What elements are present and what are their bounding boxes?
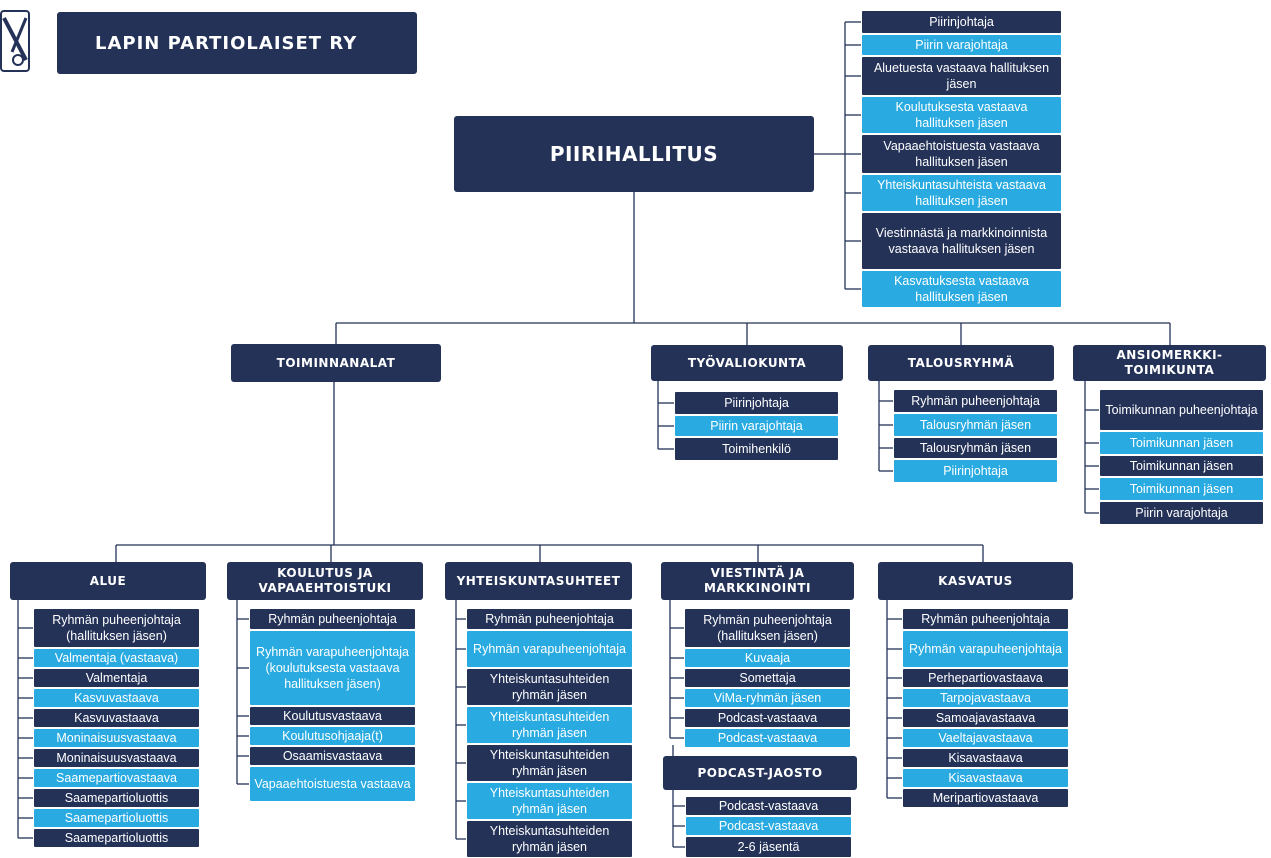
member-box: Ryhmän puheenjohtaja (hallituksen jäsen) [33,608,200,648]
member-box: Samoajavastaava [902,708,1069,728]
member-box: Ryhmän puheenjohtaja (hallituksen jäsen) [684,608,851,648]
member-box: Koulutuksesta vastaava hallituksen jäsen [861,96,1062,134]
member-box: Ryhmän puheenjohtaja [893,389,1058,413]
member-box: Ryhmän puheenjohtaja [466,608,633,630]
toiminnanalat-header: TOIMINNANALAT [231,344,441,382]
member-box: Kasvatuksesta vastaava hallituksen jäsen [861,270,1062,308]
member-box: Ryhmän varapuheenjohtaja [466,630,633,668]
member-box: Toimikunnan jäsen [1099,477,1264,501]
member-box: Kasvuvastaava [33,708,200,728]
member-box: Koulutusvastaava [249,706,416,726]
member-box: Aluetuesta vastaava hallituksen jäsen [861,56,1062,96]
yhteiskunta-header: YHTEISKUNTASUHTEET [445,562,632,600]
member-box: Yhteiskuntasuhteiden ryhmän jäsen [466,782,633,820]
member-box: Saamepartioluottis [33,788,200,808]
member-box: Ryhmän varapuheenjohtaja (koulutuksesta … [249,630,416,706]
member-box: Talousryhmän jäsen [893,437,1058,459]
member-box: Moninaisuusvastaava [33,748,200,768]
member-box: Podcast-vastaava [684,708,851,728]
member-box: ViMa-ryhmän jäsen [684,688,851,708]
member-box: Valmentaja (vastaava) [33,648,200,668]
member-box: Podcast-vastaava [684,728,851,748]
member-box: Vapaaehtoistuesta vastaava hallituksen j… [861,134,1062,174]
member-box: Piirinjohtaja [893,459,1058,483]
member-box: Saamepartioluottis [33,808,200,828]
member-box: Osaamisvastaava [249,746,416,766]
member-box: Toimikunnan jäsen [1099,455,1264,477]
member-box: Toimikunnan puheenjohtaja [1099,389,1264,431]
member-box: Meripartiovastaava [902,788,1069,808]
board-title: PIIRIHALLITUS [454,116,814,192]
tyovaliokunta-header: TYÖVALIOKUNTA [651,345,843,381]
member-box: Toimihenkilö [674,437,839,461]
member-box: Saamepartioluottis [33,828,200,848]
member-box: Vaeltajavastaava [902,728,1069,748]
talousryhma-header: TALOUSRYHMÄ [868,345,1054,381]
member-box: Kuvaaja [684,648,851,668]
member-box: Piirin varajohtaja [674,415,839,437]
page-title: LAPIN PARTIOLAISET RY [57,12,417,74]
member-box: Piirin varajohtaja [861,34,1062,56]
podcast-header: PODCAST-JAOSTO [663,756,857,790]
koulutus-header: KOULUTUS JA VAPAAEHTOISTUKI [227,562,423,600]
member-box: Saamepartiovastaava [33,768,200,788]
logo-icon [0,10,30,72]
member-box: Ryhmän varapuheenjohtaja [902,630,1069,668]
member-box: Valmentaja [33,668,200,688]
ansiomerkki-header: ANSIOMERKKI- TOIMIKUNTA [1073,345,1266,381]
member-box: Ryhmän puheenjohtaja [249,608,416,630]
member-box: Tarpojavastaava [902,688,1069,708]
member-box: Yhteiskuntasuhteiden ryhmän jäsen [466,744,633,782]
member-box: Podcast-vastaava [685,816,852,836]
member-box: Piirin varajohtaja [1099,501,1264,525]
member-box: Kisavastaava [902,748,1069,768]
member-box: Kisavastaava [902,768,1069,788]
viestinta-header: VIESTINTÄ JA MARKKINOINTI [661,562,854,600]
member-box: Koulutusohjaaja(t) [249,726,416,746]
member-box: Yhteiskuntasuhteiden ryhmän jäsen [466,668,633,706]
member-box: Yhteiskuntasuhteiden ryhmän jäsen [466,706,633,744]
member-box: Vapaaehtoistuesta vastaava [249,766,416,802]
member-box: Kasvuvastaava [33,688,200,708]
member-box: Somettaja [684,668,851,688]
member-box: Perhepartiovastaava [902,668,1069,688]
member-box: Moninaisuusvastaava [33,728,200,748]
member-box: Toimikunnan jäsen [1099,431,1264,455]
member-box: Yhteiskuntasuhteista vastaava hallitukse… [861,174,1062,212]
member-box: Piirinjohtaja [861,10,1062,34]
kasvatus-header: KASVATUS [878,562,1073,600]
member-box: Piirinjohtaja [674,391,839,415]
member-box: Yhteiskuntasuhteiden ryhmän jäsen [466,820,633,858]
member-box: Talousryhmän jäsen [893,413,1058,437]
member-box: Podcast-vastaava [685,796,852,816]
alue-header: ALUE [10,562,206,600]
member-box: Viestinnästä ja markkinoinnista vastaava… [861,212,1062,270]
member-box: Ryhmän puheenjohtaja [902,608,1069,630]
